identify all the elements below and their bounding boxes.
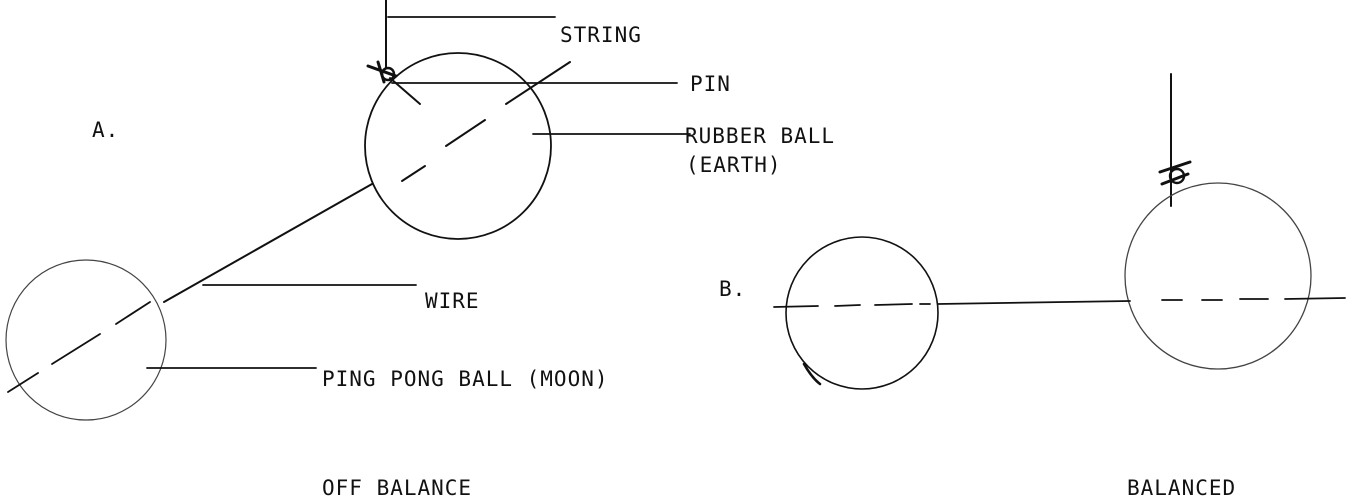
pin-label: PIN	[690, 72, 731, 96]
rubber-ball-sublabel: (EARTH)	[686, 153, 782, 177]
wire-label: WIRE	[425, 289, 480, 313]
rubber-ball-label: RUBBER BALL	[685, 124, 835, 148]
pin-icon-b	[1158, 160, 1192, 186]
caption-off-balance: OFF BALANCE	[322, 476, 472, 500]
balanced-axis-b	[773, 297, 1346, 308]
earth-axis-a	[401, 61, 571, 182]
moon-ball-b-edge	[802, 362, 822, 386]
wire-b	[937, 300, 1131, 305]
panel-label-a: A.	[92, 118, 119, 142]
wire-a	[163, 183, 373, 303]
string-a	[385, 0, 556, 69]
ping-pong-ball-moon	[5, 259, 167, 421]
moon-axis-a	[7, 301, 151, 393]
diagram-b: B. BALANCED	[719, 73, 1346, 500]
rubber-ball-earth	[364, 52, 552, 240]
panel-label-b: B.	[719, 277, 746, 301]
moon-ball-b	[785, 236, 939, 390]
earth-ball-b	[1124, 182, 1312, 370]
ping-pong-label: PING PONG BALL (MOON)	[322, 367, 609, 391]
string-label: STRING	[560, 23, 642, 47]
diagram-a: STRING PIN RUBBER BALL (EARTH) A. WIRE	[5, 0, 835, 500]
caption-balanced: BALANCED	[1127, 476, 1236, 500]
